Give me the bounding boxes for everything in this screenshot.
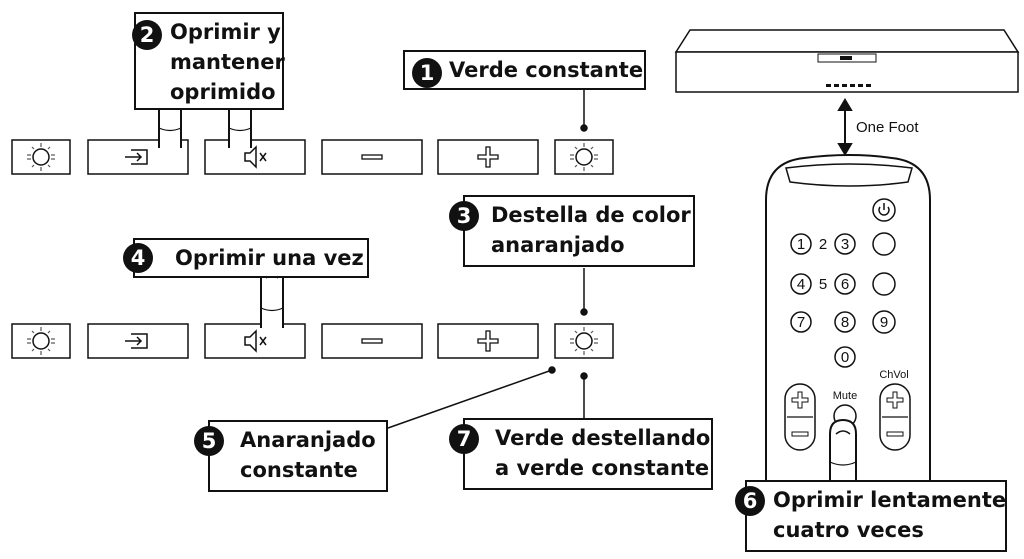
power-icon — [872, 198, 896, 222]
remote-key-label: 5 — [819, 276, 827, 293]
remote-round-button — [872, 272, 896, 296]
step-number: 7 — [449, 424, 479, 454]
panel-mute-button-top — [204, 139, 306, 175]
remote-key-label: 6 — [841, 276, 849, 293]
step-text: Oprimir lentamente — [773, 488, 1007, 512]
remote-key-label: 3 — [841, 236, 849, 253]
remote-key-label: 2 — [819, 236, 827, 253]
step-number: 1 — [412, 58, 442, 88]
remote-control — [765, 154, 931, 530]
step-text: Destella de color — [491, 203, 691, 227]
remote-key-6 — [834, 273, 856, 295]
remote-key-0 — [834, 346, 856, 368]
remote-key-3 — [834, 233, 856, 255]
step-text: constante — [240, 458, 358, 482]
step-7-callout: 7 Verde destellando a verde constante — [449, 418, 713, 490]
step-5-callout: 5 Anaranjado constante — [194, 420, 388, 492]
plus-icon — [477, 146, 499, 168]
remote-key-label: 8 — [841, 314, 849, 331]
distance-arrow — [837, 98, 853, 156]
step-text: oprimido — [170, 80, 276, 104]
step-6-callout: 6 Oprimir lentamente cuatro veces — [735, 480, 1007, 552]
step-text: Oprimir y — [170, 20, 281, 44]
remote-key-7 — [790, 311, 812, 333]
step-text: Anaranjado — [240, 428, 376, 452]
step-number: 4 — [123, 243, 153, 273]
step-number: 6 — [735, 486, 765, 516]
volume-rocker — [879, 383, 911, 451]
remote-key-4 — [790, 273, 812, 295]
minus-icon — [791, 431, 809, 437]
step-3-callout: 3 Destella de color anaranjado — [449, 195, 695, 267]
remote-key-label: 0 — [841, 349, 849, 366]
remote-key-label: 7 — [797, 314, 805, 331]
distance-label: One Foot — [856, 119, 919, 136]
remote-key-8 — [834, 311, 856, 333]
remote-key-label: 1 — [797, 236, 805, 253]
remote-key-9 — [872, 310, 896, 334]
step-text: anaranjado — [491, 233, 625, 257]
step-text: mantener — [170, 50, 285, 74]
minus-icon — [361, 338, 383, 344]
remote-key-label: 4 — [797, 276, 805, 293]
input-icon — [125, 333, 148, 349]
step-number: 2 — [132, 20, 162, 50]
step-1-callout: 1 Verde constante — [403, 50, 646, 90]
step-text: Verde constante — [449, 58, 644, 82]
remote-round-button — [872, 232, 896, 256]
plus-icon — [886, 391, 904, 409]
panel-mute-button-bottom — [204, 323, 306, 359]
remote-key-label: 9 — [880, 314, 888, 331]
minus-icon — [361, 154, 383, 160]
soundbar — [674, 29, 1020, 93]
bottom-panel-row — [11, 323, 614, 359]
step-text: cuatro veces — [773, 518, 924, 542]
chvol-label: ChVol — [879, 369, 908, 381]
mute-label: Mute — [833, 390, 857, 402]
channel-rocker — [784, 383, 816, 451]
leader-lines — [387, 84, 588, 429]
step-text: Oprimir una vez — [175, 246, 364, 270]
step-4-callout: 4 Oprimir una vez — [123, 238, 369, 278]
plus-icon — [477, 330, 499, 352]
step-text: a verde constante — [495, 456, 710, 480]
input-icon — [125, 149, 148, 165]
minus-icon — [886, 431, 904, 437]
step-text: Verde destellando — [495, 426, 711, 450]
top-panel-row — [11, 139, 614, 175]
mute-icon — [244, 329, 267, 353]
plus-icon — [791, 391, 809, 409]
step-number: 5 — [194, 426, 224, 456]
mute-icon — [244, 145, 267, 169]
remote-key-1 — [790, 233, 812, 255]
step-number: 3 — [449, 201, 479, 231]
step-2-callout: 2 Oprimir y mantener oprimido — [132, 12, 285, 110]
